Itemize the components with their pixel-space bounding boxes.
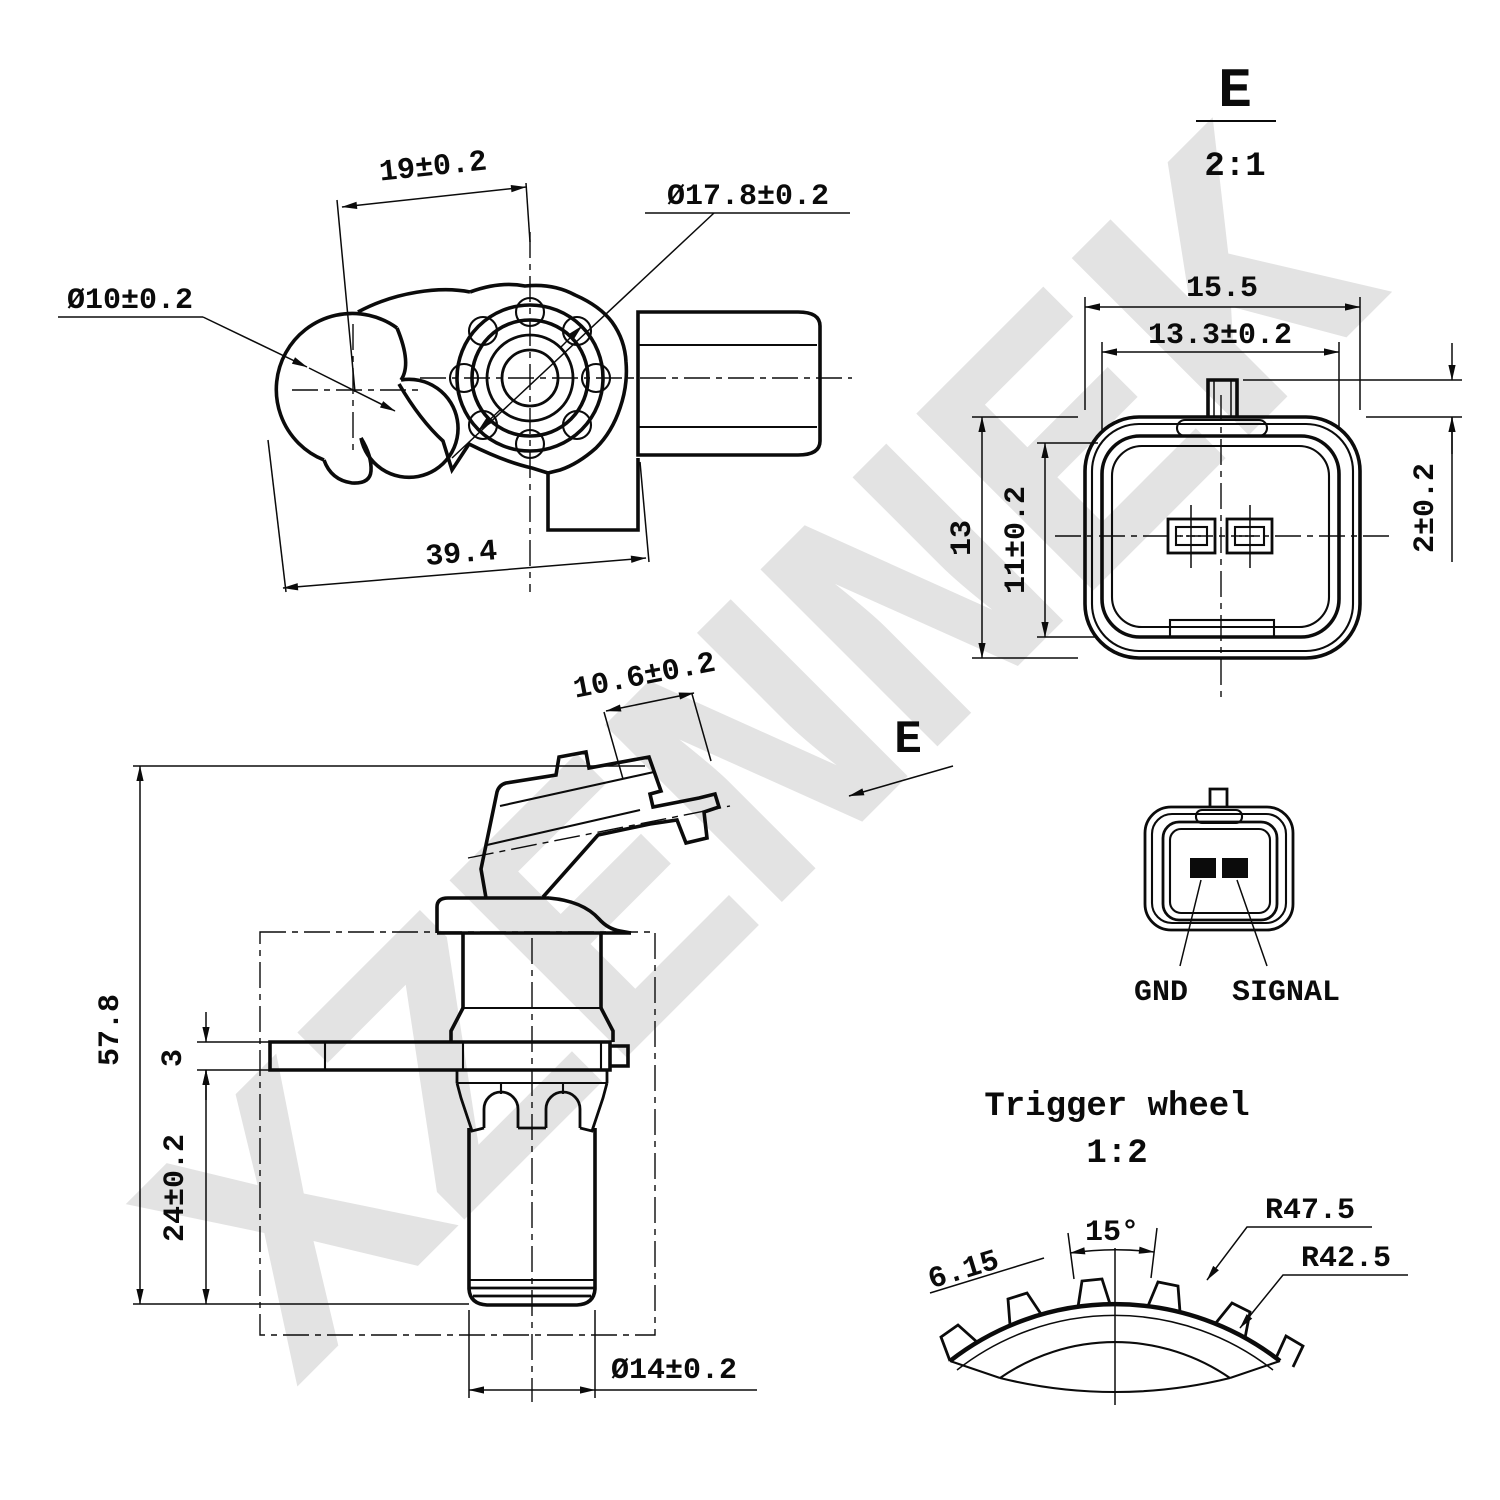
top-view-centerlines: [292, 212, 852, 592]
dim-radius-outer: R47.5: [1265, 1194, 1355, 1228]
top-view-outline: [274, 282, 822, 532]
front-view-connector: [467, 749, 731, 899]
trigger-wheel-view: Trigger wheel 1:2 6.15 15° R4: [925, 1088, 1408, 1405]
dim-hook-hole-diameter: Ø10±0.2: [67, 284, 193, 318]
detail-e-label: E: [1218, 59, 1252, 123]
dim-hole-spacing: 19±0.2: [378, 145, 489, 190]
front-view-centerlines: [259, 931, 656, 1402]
trigger-wheel-title: Trigger wheel: [984, 1088, 1249, 1126]
trigger-wheel-outline: [939, 1248, 1305, 1405]
gnd-label: GND: [1134, 976, 1188, 1010]
dim-connector-height-outer: 13: [946, 520, 980, 556]
top-view: 19±0.2 Ø17.8±0.2 Ø10±0.2 39.4: [58, 145, 852, 593]
trigger-wheel-scale: 1:2: [1086, 1135, 1147, 1173]
front-view-body: [268, 896, 632, 1307]
dim-pitch-angle: 15°: [1085, 1216, 1139, 1250]
dim-flange-thickness: 3: [157, 1049, 191, 1067]
dim-overall-length: 39.4: [424, 535, 499, 575]
dim-connector-width-outer: 15.5: [1186, 272, 1258, 306]
dim-boss-diameter: Ø17.8±0.2: [667, 180, 829, 214]
top-view-dimensions: 19±0.2 Ø17.8±0.2 Ø10±0.2 39.4: [58, 145, 850, 593]
watermark-text: XZENNEK: [75, 66, 1476, 1467]
dim-connector-width-inner: 13.3±0.2: [1148, 319, 1292, 353]
connector-face-centerlines: [1055, 395, 1392, 702]
signal-pin: [1222, 858, 1248, 878]
view-direction-label: E: [894, 714, 922, 766]
detail-e-view: E 2:1: [946, 59, 1462, 702]
dim-radius-inner: R42.5: [1301, 1242, 1391, 1276]
signal-label: SIGNAL: [1232, 976, 1340, 1010]
dim-connector-height-inner: 11±0.2: [1000, 486, 1034, 594]
dim-total-height: 57.8: [94, 994, 128, 1066]
dim-tooth-width: 6.15: [925, 1245, 1004, 1299]
connector-face-dimensions: 15.5 13.3±0.2 13 11±0.2 2±0.2: [946, 272, 1462, 659]
gnd-pin: [1190, 858, 1216, 878]
dim-thread-length: 24±0.2: [159, 1134, 193, 1242]
dim-key-tab-height: 2±0.2: [1409, 463, 1443, 553]
dim-barrel-diameter: Ø14±0.2: [611, 1354, 737, 1388]
detail-e-scale: 2:1: [1204, 148, 1265, 186]
pinout-view: GND SIGNAL: [1134, 787, 1340, 1010]
